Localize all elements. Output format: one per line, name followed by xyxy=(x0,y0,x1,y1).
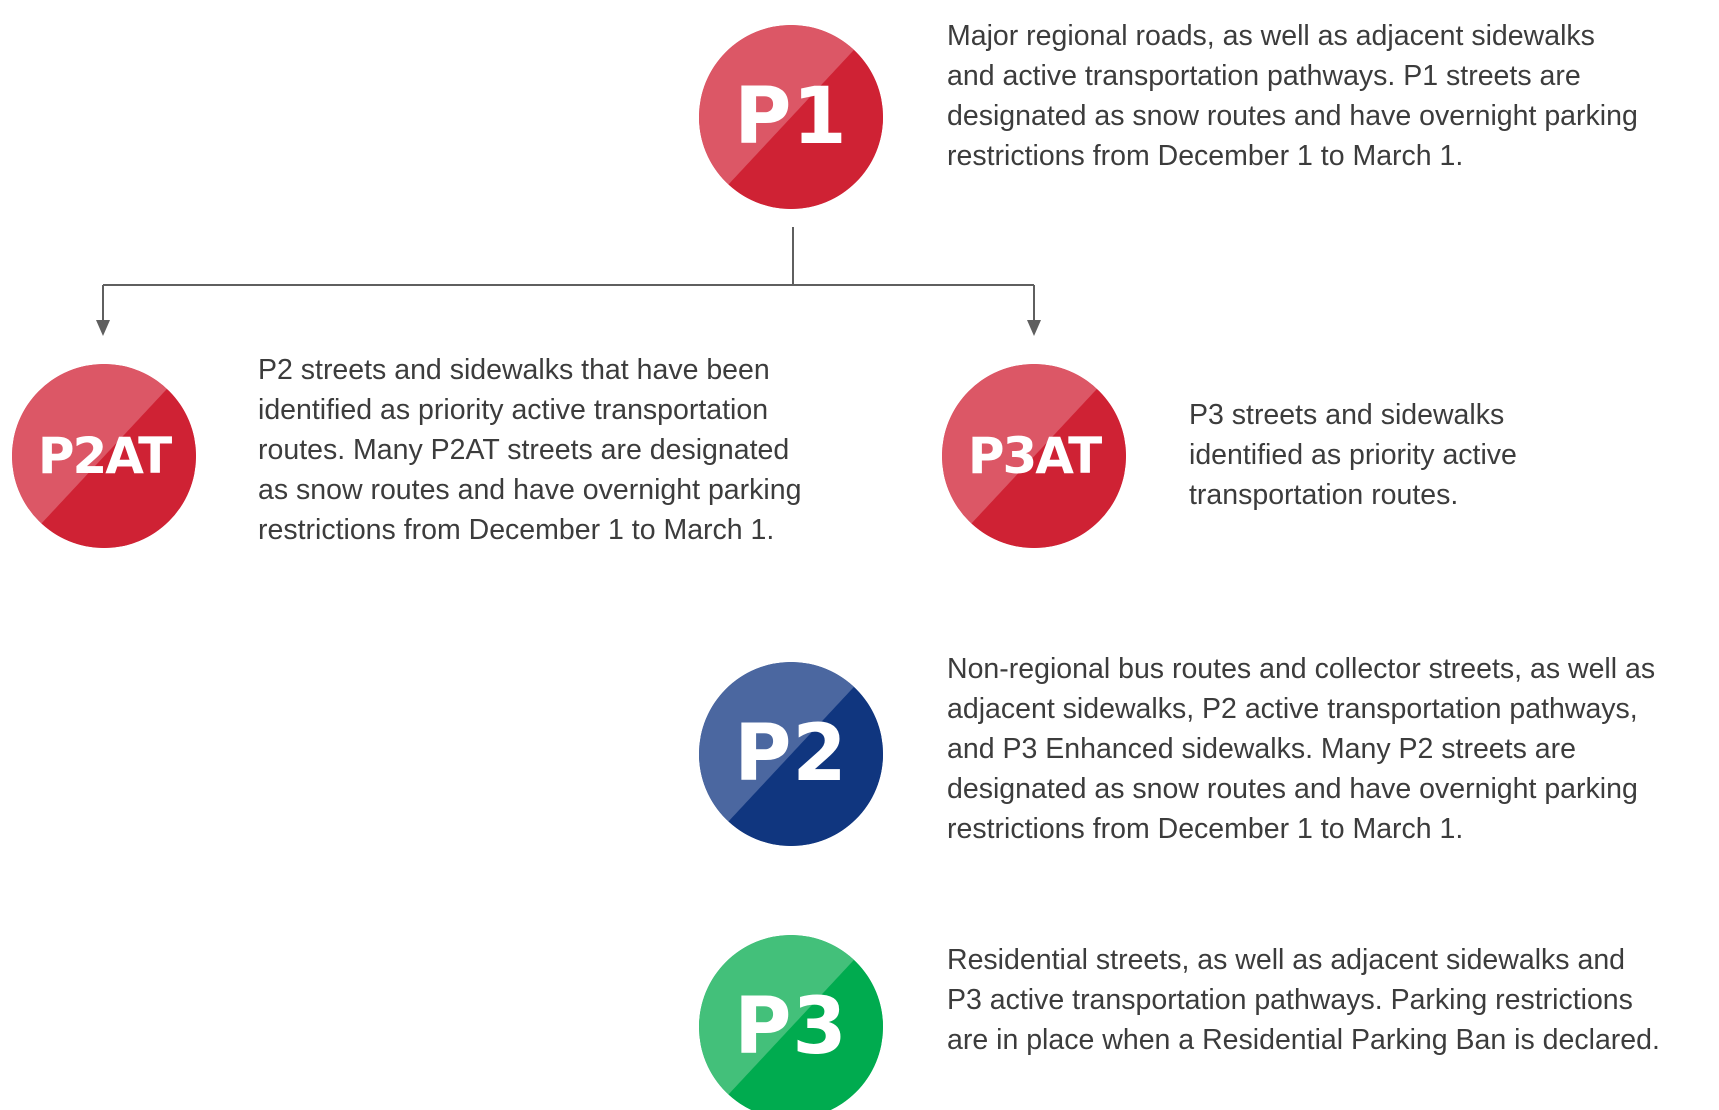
p2at-badge: P2AT xyxy=(12,364,196,548)
p2-badge-label: P2 xyxy=(734,709,848,799)
p2at-description-line: identified as priority active transporta… xyxy=(258,394,769,426)
p3-badge-label: P3 xyxy=(734,982,848,1072)
p1-description-line: restrictions from December 1 to March 1. xyxy=(947,140,1464,172)
p3-description-line: Residential streets, as well as adjacent… xyxy=(947,944,1626,976)
p3at-badge-label: P3AT xyxy=(967,427,1102,485)
p1-description: Major regional roads, as well as adjacen… xyxy=(947,16,1638,176)
p3-description-line: are in place when a Residential Parking … xyxy=(947,1024,1660,1056)
arrow-down-icon xyxy=(96,320,110,336)
p2-description: Non-regional bus routes and collector st… xyxy=(947,649,1655,849)
p1-description-line: designated as snow routes and have overn… xyxy=(947,100,1638,132)
p2at-description: P2 streets and sidewalks that have been … xyxy=(258,350,801,550)
p1-badge-label: P1 xyxy=(734,72,848,162)
p3at-description-line: identified as priority active xyxy=(1189,439,1517,471)
p2-description-line: designated as snow routes and have overn… xyxy=(947,773,1638,805)
p3at-description: P3 streets and sidewalks identified as p… xyxy=(1189,395,1517,515)
p2at-description-line: as snow routes and have overnight parkin… xyxy=(258,474,802,506)
p3at-description-line: P3 streets and sidewalks xyxy=(1189,399,1505,431)
p3-description-line: P3 active transportation pathways. Parki… xyxy=(947,984,1633,1016)
p2-description-line: restrictions from December 1 to March 1. xyxy=(947,813,1464,845)
p3at-description-line: transportation routes. xyxy=(1189,479,1459,511)
p3-badge: P3 xyxy=(699,935,883,1110)
p2-description-line: adjacent sidewalks, P2 active transporta… xyxy=(947,693,1638,725)
p3-description: Residential streets, as well as adjacent… xyxy=(947,940,1660,1060)
p2-description-line: and P3 Enhanced sidewalks. Many P2 stree… xyxy=(947,733,1576,765)
p2at-description-line: routes. Many P2AT streets are designated xyxy=(258,434,790,466)
p2-description-line: Non-regional bus routes and collector st… xyxy=(947,653,1656,685)
p2at-badge-label: P2AT xyxy=(37,427,172,485)
p3at-badge: P3AT xyxy=(942,364,1126,548)
p2at-description-line: restrictions from December 1 to March 1. xyxy=(258,514,775,546)
p1-badge: P1 xyxy=(699,25,883,209)
p1-description-line: Major regional roads, as well as adjacen… xyxy=(947,20,1595,52)
p2at-description-line: P2 streets and sidewalks that have been xyxy=(258,354,770,386)
p1-description-line: and active transportation pathways. P1 s… xyxy=(947,60,1581,92)
p2-badge: P2 xyxy=(699,662,883,846)
arrow-down-icon xyxy=(1027,320,1041,336)
